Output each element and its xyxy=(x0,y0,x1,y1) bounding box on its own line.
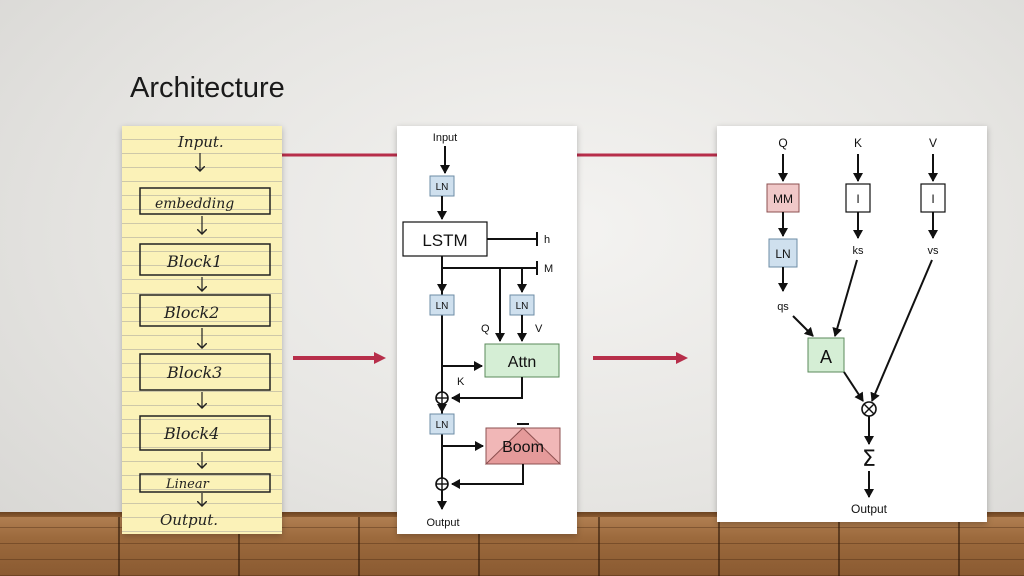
sum-icon: Σ xyxy=(862,447,876,472)
identity-label-k: I xyxy=(856,192,859,206)
attn-box xyxy=(484,343,560,378)
attn-ln-box xyxy=(768,238,798,268)
ln-label-4: LN xyxy=(436,420,449,431)
mm-label: MM xyxy=(773,192,793,206)
k-label: K xyxy=(457,376,465,388)
notes-embedding-label: embedding xyxy=(155,196,234,212)
ks-label: ks xyxy=(853,245,865,257)
attention-diagram-panel: Q K V MM I I LN ks vs qs A xyxy=(717,126,987,522)
right-arrow-icon xyxy=(593,352,688,364)
attn-q-label: Q xyxy=(778,136,787,150)
notes-block1-label: Block1 xyxy=(166,252,222,271)
ln-label-2: LN xyxy=(436,301,449,312)
attention-diagram: Q K V MM I I LN ks vs qs A xyxy=(766,136,946,516)
ln-label-1: LN xyxy=(436,182,449,193)
middle-output-label: Output xyxy=(426,517,459,529)
attn-label: Attn xyxy=(508,354,536,371)
vs-label: vs xyxy=(928,245,940,257)
identity-label-v: I xyxy=(931,192,934,206)
block-diagram-panel: Input LN LSTM h M LN LN Q V Attn xyxy=(397,126,577,534)
notes-block1-box xyxy=(139,243,271,276)
notes-block4-label: Block4 xyxy=(163,424,219,443)
handwritten-notepad: Input. embedding Block1 Block2 Block3 Bl… xyxy=(122,126,282,534)
notes-block4-box xyxy=(139,415,271,451)
notes-linear-box xyxy=(139,473,271,493)
a-label: A xyxy=(820,347,832,367)
middle-input-label: Input xyxy=(433,132,457,144)
v-label: V xyxy=(535,323,543,335)
notepad-drawing: Input. embedding Block1 Block2 Block3 Bl… xyxy=(139,133,271,529)
ln-box-4 xyxy=(429,413,455,435)
a-box xyxy=(807,337,845,373)
ln-box-2 xyxy=(429,294,455,316)
notes-block3-box xyxy=(139,353,271,391)
lstm-box xyxy=(402,221,488,257)
attn-output-label: Output xyxy=(851,502,888,516)
notes-block2-label: Block2 xyxy=(163,303,219,322)
boom-label: Boom xyxy=(502,439,544,456)
h-output-label: h xyxy=(544,234,550,246)
notes-block3-label: Block3 xyxy=(166,363,222,382)
notes-block2-box xyxy=(139,294,271,327)
right-arrow-icon xyxy=(293,352,386,364)
notes-input-label: Input. xyxy=(177,133,224,151)
attn-ln-label: LN xyxy=(775,247,790,261)
block-diagram: Input LN LSTM h M LN LN Q V Attn xyxy=(402,132,562,529)
q-label: Q xyxy=(481,323,490,335)
attn-k-label: K xyxy=(854,136,862,150)
ln-label-3: LN xyxy=(516,301,529,312)
lstm-label: LSTM xyxy=(422,231,467,250)
notes-linear-label: Linear xyxy=(165,477,210,492)
m-output-label: M xyxy=(544,263,553,275)
notes-embedding-box xyxy=(139,187,271,215)
attn-v-label: V xyxy=(929,136,937,150)
slide-title: Architecture xyxy=(130,72,285,104)
notes-output-label: Output. xyxy=(160,511,218,529)
qs-label: qs xyxy=(777,301,789,313)
